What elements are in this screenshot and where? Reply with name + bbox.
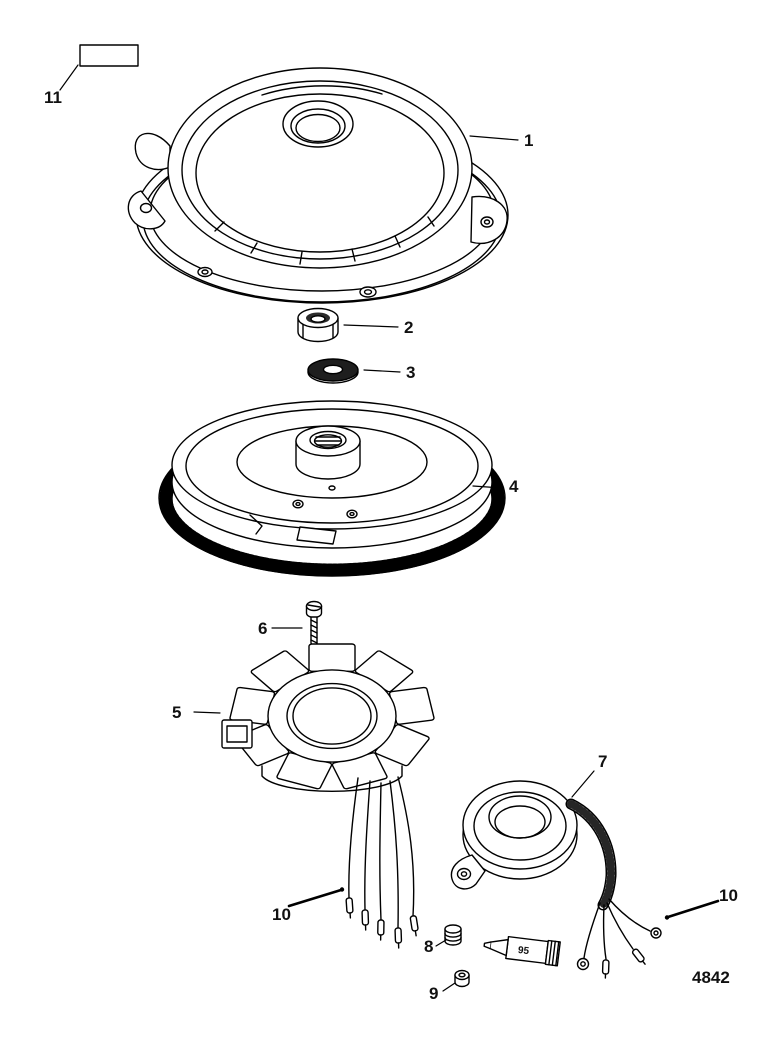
stator-wires bbox=[345, 776, 419, 949]
part-10-pin-left bbox=[287, 887, 345, 908]
part-3-washer bbox=[307, 358, 359, 384]
leader-line-7 bbox=[571, 770, 595, 798]
leader-line-2 bbox=[343, 324, 399, 328]
callout-9: 9 bbox=[429, 984, 438, 1003]
callout-4: 4 bbox=[509, 477, 519, 496]
adhesive-tube: 95 bbox=[483, 935, 561, 967]
leader-line-4 bbox=[472, 485, 503, 489]
leader-line-5 bbox=[193, 711, 221, 714]
callout-10-left: 10 bbox=[272, 905, 291, 924]
leader-line-3 bbox=[363, 369, 401, 373]
part-11-decal bbox=[79, 44, 139, 67]
part-6-screw bbox=[305, 600, 323, 650]
callout-10-right: 10 bbox=[719, 886, 738, 905]
tube-label: 95 bbox=[517, 945, 530, 957]
part-5-stator bbox=[221, 644, 434, 793]
part-4-flywheel bbox=[158, 400, 506, 577]
part-7-trigger-coil bbox=[450, 780, 578, 890]
part-2-nut bbox=[297, 307, 339, 343]
callout-1: 1 bbox=[524, 131, 533, 150]
callout-6: 6 bbox=[258, 619, 267, 638]
callout-2: 2 bbox=[404, 318, 413, 337]
part-9-bolt bbox=[454, 969, 470, 988]
leader-line-1 bbox=[469, 135, 519, 141]
leader-line-11 bbox=[59, 64, 79, 91]
trigger-wires bbox=[576, 898, 662, 979]
part-1-flywheel-cover bbox=[127, 67, 509, 304]
part-8-grommet bbox=[444, 924, 462, 946]
leader-line-8 bbox=[435, 939, 447, 947]
callout-11: 11 bbox=[44, 88, 62, 107]
callout-8: 8 bbox=[424, 937, 433, 956]
leader-line-9 bbox=[442, 982, 456, 992]
callout-7: 7 bbox=[598, 752, 607, 771]
callout-5: 5 bbox=[172, 703, 181, 722]
drawing-number: 4842 bbox=[692, 968, 730, 987]
trigger-wire-sleeve bbox=[565, 798, 617, 911]
part-10-pin-right bbox=[664, 899, 720, 920]
callout-3: 3 bbox=[406, 363, 415, 382]
